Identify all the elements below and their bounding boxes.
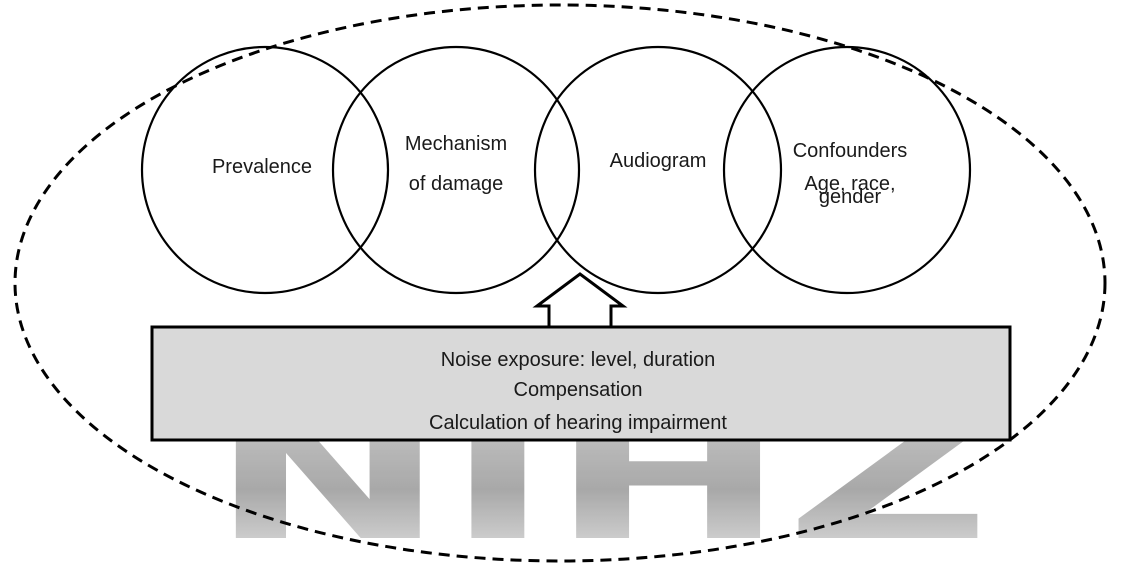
box-line-compensation: Compensation xyxy=(514,379,643,401)
box-line-exposure: Noise exposure: level, duration xyxy=(441,349,716,371)
circle-mechanism xyxy=(331,45,581,295)
label-confounders-line1: Confounders xyxy=(793,140,908,162)
context-ellipse xyxy=(13,3,1107,563)
exposure-box xyxy=(150,325,1012,442)
label-mechanism-line2: of damage xyxy=(409,173,504,195)
up-arrow-icon xyxy=(532,272,628,329)
circle-confounders xyxy=(722,45,972,295)
circle-prevalence xyxy=(140,45,390,295)
box-line-calculation: Calculation of hearing impairment xyxy=(429,412,727,434)
label-confounders-line3: gender xyxy=(819,186,882,208)
circle-audiogram xyxy=(533,45,783,295)
label-audiogram: Audiogram xyxy=(610,150,707,172)
label-prevalence: Prevalence xyxy=(212,156,312,178)
label-confounders-line2: Age, race, xyxy=(804,173,895,195)
label-mechanism-line1: Mechanism xyxy=(405,133,507,155)
